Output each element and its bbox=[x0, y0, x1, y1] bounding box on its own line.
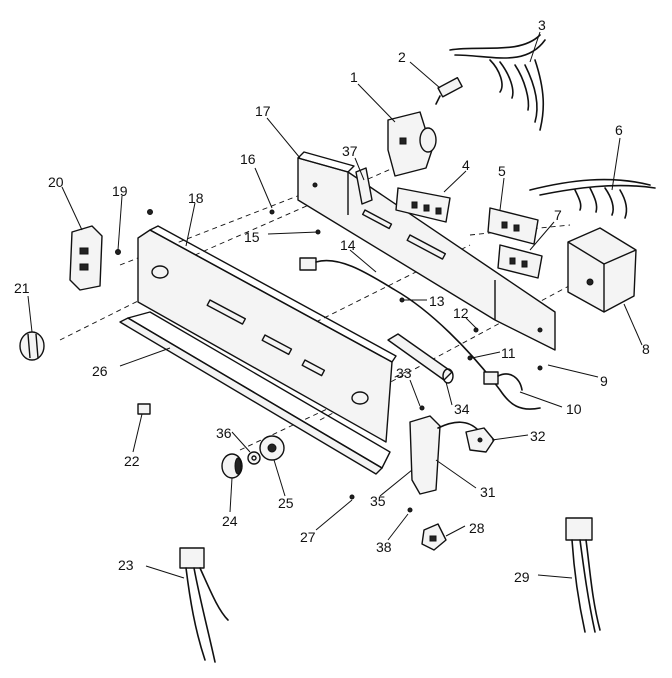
callout-9: 9 bbox=[600, 373, 608, 389]
callout-31: 31 bbox=[480, 484, 496, 500]
callout-36: 36 bbox=[216, 425, 232, 441]
callout-29: 29 bbox=[514, 569, 530, 585]
screws bbox=[115, 209, 543, 513]
clip bbox=[137, 403, 151, 415]
callout-20: 20 bbox=[48, 174, 64, 190]
push-button bbox=[421, 523, 447, 551]
bracket-clip bbox=[355, 167, 373, 205]
callout-11: 11 bbox=[501, 345, 516, 361]
wire-connector-small bbox=[483, 371, 523, 391]
lever-housing bbox=[409, 415, 479, 495]
knob bbox=[19, 331, 45, 361]
callout-38: 38 bbox=[376, 539, 392, 555]
tube bbox=[387, 333, 454, 384]
callout-15: 15 bbox=[244, 229, 260, 245]
callout-labels: 1 2 3 4 5 6 7 8 9 10 11 12 13 14 15 16 1… bbox=[14, 17, 650, 585]
callout-18: 18 bbox=[188, 190, 204, 206]
callout-8: 8 bbox=[642, 341, 650, 357]
control-module bbox=[567, 227, 637, 313]
callout-14: 14 bbox=[340, 237, 356, 253]
callout-28: 28 bbox=[469, 520, 485, 536]
wire-harness-bottom-right bbox=[565, 517, 601, 633]
callout-4: 4 bbox=[462, 157, 470, 173]
callout-35: 35 bbox=[370, 493, 386, 509]
callout-21: 21 bbox=[14, 280, 30, 296]
callout-25: 25 bbox=[278, 495, 294, 511]
mounting-bracket bbox=[297, 151, 556, 351]
wire-harness-right bbox=[529, 178, 656, 219]
trim-strip bbox=[119, 311, 391, 475]
side-bracket bbox=[69, 225, 103, 291]
callout-34: 34 bbox=[454, 401, 470, 417]
callout-13: 13 bbox=[429, 293, 445, 309]
callout-12: 12 bbox=[453, 305, 469, 321]
callout-10: 10 bbox=[566, 401, 582, 417]
callout-1: 1 bbox=[350, 69, 358, 85]
connector bbox=[435, 76, 463, 105]
callout-5: 5 bbox=[498, 163, 506, 179]
control-panel bbox=[137, 209, 397, 443]
callout-24: 24 bbox=[222, 513, 238, 529]
washer bbox=[247, 451, 261, 465]
timer bbox=[387, 111, 437, 177]
wire-connector bbox=[299, 257, 541, 410]
callout-26: 26 bbox=[92, 363, 108, 379]
dial bbox=[259, 435, 285, 461]
switch-center bbox=[487, 207, 539, 245]
small-bracket bbox=[465, 427, 495, 453]
callout-37: 37 bbox=[342, 143, 358, 159]
callout-27: 27 bbox=[300, 529, 316, 545]
callout-3: 3 bbox=[538, 17, 546, 33]
callout-2: 2 bbox=[398, 49, 406, 65]
callout-22: 22 bbox=[124, 453, 140, 469]
callout-33: 33 bbox=[396, 365, 412, 381]
callout-32: 32 bbox=[530, 428, 546, 444]
callout-7: 7 bbox=[554, 207, 562, 223]
switch-left bbox=[395, 187, 451, 223]
wire-harness-bottom-left bbox=[179, 547, 229, 663]
selector-knob bbox=[221, 453, 243, 479]
callout-6: 6 bbox=[615, 122, 623, 138]
callout-19: 19 bbox=[112, 183, 128, 199]
callout-17: 17 bbox=[255, 103, 271, 119]
leader-lines bbox=[27, 31, 643, 579]
wire-harness-top bbox=[449, 34, 546, 131]
switch-right bbox=[497, 244, 543, 279]
callout-23: 23 bbox=[118, 557, 134, 573]
callout-16: 16 bbox=[240, 151, 256, 167]
